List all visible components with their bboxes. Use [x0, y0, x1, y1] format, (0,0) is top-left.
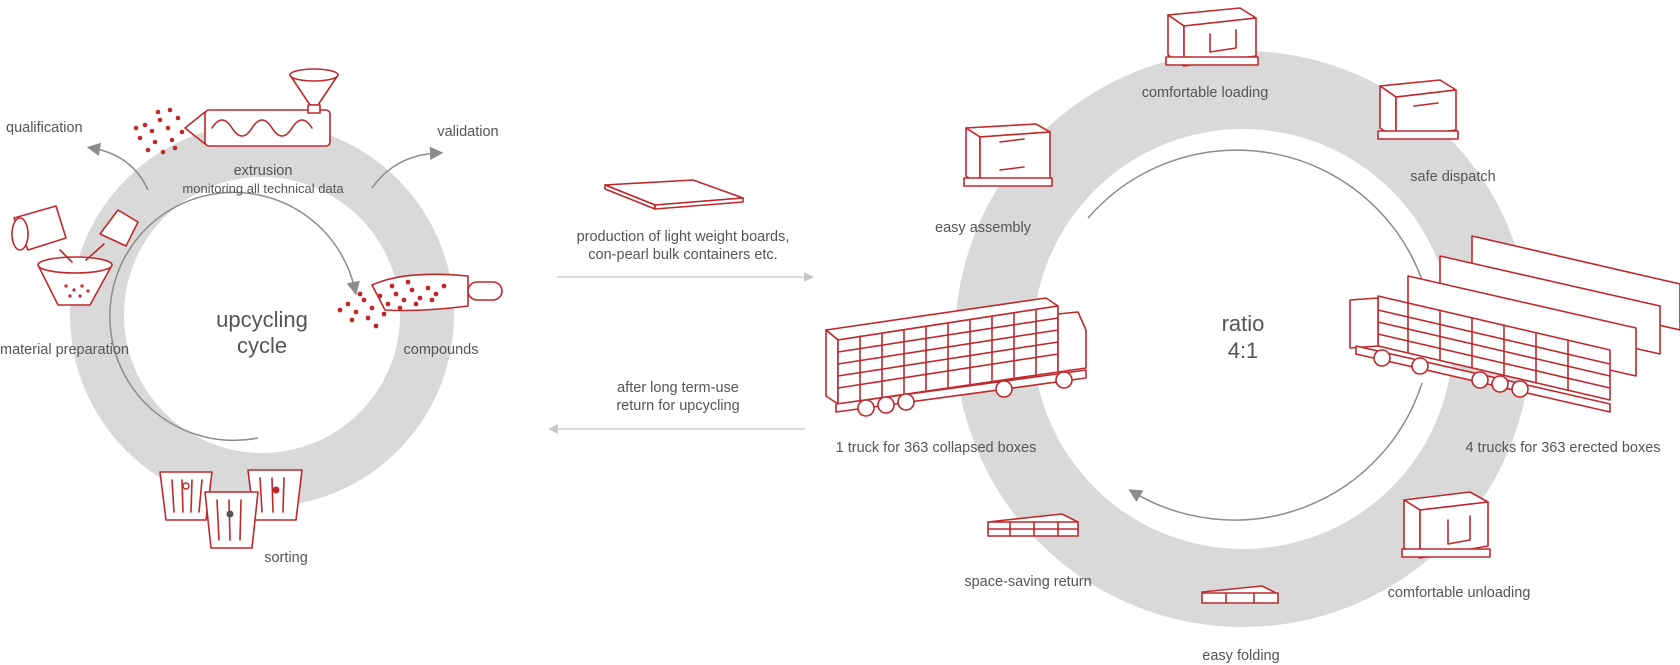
- stage-space-saving-return-label: space-saving return: [964, 574, 1091, 590]
- stage-extrusion-sublabel: monitoring all technical data: [182, 181, 344, 196]
- sorting-bins-icon: [159, 469, 303, 549]
- right-inner-cycle-arrow-bottom: [1128, 382, 1423, 521]
- extrusion-machine-icon: [133, 68, 339, 155]
- stage-easy-folding-label: easy folding: [1202, 648, 1279, 664]
- return-label-line2: return for upcycling: [616, 398, 739, 414]
- ratio-label-line1: ratio: [1222, 311, 1265, 336]
- right-inner-cycle-arrow-top: [1087, 149, 1423, 281]
- production-label-line1: production of light weight boards,: [577, 229, 790, 245]
- light-weight-board-icon: [604, 179, 744, 210]
- left-center-title-line1: upcycling: [216, 307, 308, 332]
- stage-easy-assembly-label: easy assembly: [935, 220, 1032, 236]
- stage-extrusion-label: extrusion: [234, 163, 293, 179]
- stage-safe-dispatch-label: safe dispatch: [1410, 169, 1495, 185]
- stage-collapsed-truck-label: 1 truck for 363 collapsed boxes: [836, 440, 1037, 456]
- easy-assembly-box-icon: [963, 123, 1053, 187]
- safe-dispatch-box-icon: [1377, 79, 1459, 140]
- comfortable-loading-box-icon: [1165, 7, 1259, 67]
- stage-material-preparation-label: material preparation: [0, 342, 129, 358]
- stage-erected-trucks-label: 4 trucks for 363 erected boxes: [1465, 440, 1660, 456]
- validation-label: validation: [437, 124, 498, 140]
- stage-comfortable-loading-label: comfortable loading: [1142, 85, 1269, 101]
- collapsed-boxes-truck-icon: [825, 297, 1087, 417]
- compounds-scoop-icon: [337, 273, 503, 329]
- qualification-arrow: [86, 142, 149, 191]
- ratio-label-line2: 4:1: [1228, 338, 1259, 363]
- validation-arrow: [371, 146, 444, 189]
- comfortable-unloading-box-icon: [1401, 491, 1491, 559]
- space-saving-return-pallet-icon: [987, 513, 1079, 537]
- stage-comfortable-unloading-label: comfortable unloading: [1388, 585, 1531, 601]
- production-label-line2: con-pearl bulk containers etc.: [588, 247, 777, 263]
- stage-compounds-label: compounds: [404, 342, 479, 358]
- return-label-line1: after long term-use: [617, 380, 739, 396]
- easy-folding-pallet-icon: [1201, 585, 1279, 604]
- qualification-label: qualification: [6, 120, 83, 136]
- material-preparation-icon: [11, 205, 139, 306]
- erected-boxes-trucks-icon: [1349, 235, 1680, 413]
- left-center-title-line2: cycle: [237, 333, 287, 358]
- left-inner-cycle-arrow: [109, 191, 360, 442]
- stage-sorting-label: sorting: [264, 550, 308, 566]
